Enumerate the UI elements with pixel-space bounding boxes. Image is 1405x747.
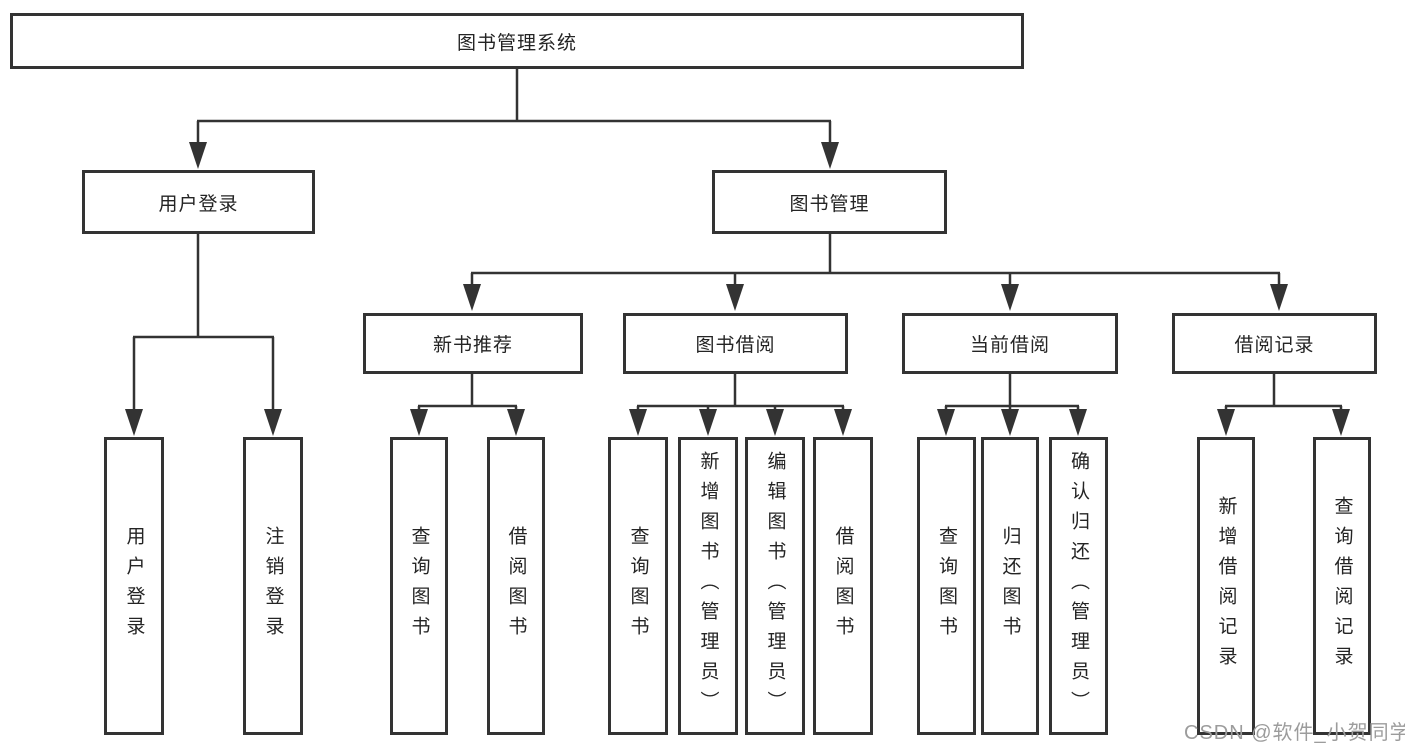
leaf-label: 新增借阅记录	[1215, 496, 1237, 676]
leaf-label: 查询借阅记录	[1331, 496, 1353, 676]
arrow-down-icon	[1001, 409, 1019, 436]
node-current-borrowing: 当前借阅	[902, 313, 1118, 374]
leaf-label: 查询图书	[936, 526, 957, 646]
node-label: 借阅记录	[1234, 335, 1315, 356]
leaf-return-books: 归还图书	[981, 437, 1039, 735]
leaf-label: 借阅图书	[505, 526, 527, 646]
connector-current-borrowing	[944, 374, 1080, 411]
arrow-down-icon	[1001, 284, 1019, 311]
leaf-confirm-return-admin: 确认归还（管理员）	[1049, 437, 1108, 735]
node-library-management-system: 图书管理系统	[10, 13, 1024, 69]
connector-book-borrowing	[636, 374, 845, 411]
arrow-down-icon	[726, 284, 744, 311]
leaf-label: 查询图书	[408, 526, 430, 646]
leaf-user-login: 用户登录	[104, 437, 164, 735]
connector-borrowing-records	[1224, 374, 1343, 411]
connector-book-management	[470, 234, 1281, 287]
leaf-label: 查询图书	[627, 526, 649, 646]
leaf-query-books-recommend: 查询图书	[390, 437, 448, 735]
node-borrowing-records: 借阅记录	[1172, 313, 1377, 374]
leaf-add-borrow-record: 新增借阅记录	[1197, 437, 1255, 735]
leaf-add-book-admin: 新增图书（管理员）	[678, 437, 738, 735]
csdn-watermark: CSDN @软件_小贺同学	[1184, 722, 1405, 744]
node-label: 图书管理系统	[456, 32, 577, 54]
arrow-down-icon	[463, 284, 481, 311]
arrow-down-icon	[1332, 409, 1350, 436]
arrow-down-icon	[766, 409, 784, 436]
node-label: 新书推荐	[432, 335, 513, 356]
arrow-down-icon	[189, 142, 207, 169]
leaf-edit-book-admin: 编辑图书（管理员）	[745, 437, 805, 735]
leaf-label: 注销登录	[262, 526, 284, 646]
arrow-down-icon	[264, 409, 282, 436]
arrow-down-icon	[125, 409, 143, 436]
connector-user-login	[132, 234, 275, 411]
node-book-management: 图书管理	[712, 170, 947, 234]
node-user-login: 用户登录	[82, 170, 315, 234]
arrow-down-icon	[629, 409, 647, 436]
arrow-down-icon	[410, 409, 428, 436]
leaf-query-borrow-record: 查询借阅记录	[1313, 437, 1371, 735]
arrow-down-icon	[1069, 409, 1087, 436]
leaf-query-books-current: 查询图书	[917, 437, 976, 735]
arrow-down-icon	[1217, 409, 1235, 436]
arrow-down-icon	[834, 409, 852, 436]
node-new-book-recommendation: 新书推荐	[363, 313, 583, 374]
arrow-down-icon	[821, 142, 839, 169]
leaf-query-books-borrowing: 查询图书	[608, 437, 668, 735]
leaf-label: 用户登录	[123, 526, 145, 646]
leaf-logout: 注销登录	[243, 437, 303, 735]
connector-root	[196, 69, 832, 144]
leaf-borrow-books-recommend: 借阅图书	[487, 437, 545, 735]
connector-new-book	[417, 374, 518, 411]
leaf-label: 确认归还（管理员）	[1068, 451, 1089, 721]
leaf-label: 归还图书	[999, 526, 1021, 646]
node-label: 用户登录	[158, 193, 239, 215]
node-book-borrowing: 图书借阅	[623, 313, 848, 374]
node-label: 图书借阅	[695, 335, 776, 356]
arrow-down-icon	[507, 409, 525, 436]
node-label: 当前借阅	[969, 335, 1050, 356]
leaf-label: 编辑图书（管理员）	[764, 451, 786, 721]
arrow-down-icon	[937, 409, 955, 436]
leaf-label: 新增图书（管理员）	[697, 451, 719, 721]
arrow-down-icon	[699, 409, 717, 436]
arrow-down-icon	[1270, 284, 1288, 311]
node-label: 图书管理	[789, 193, 870, 215]
leaf-borrow-books-borrowing: 借阅图书	[813, 437, 873, 735]
leaf-label: 借阅图书	[832, 526, 854, 646]
